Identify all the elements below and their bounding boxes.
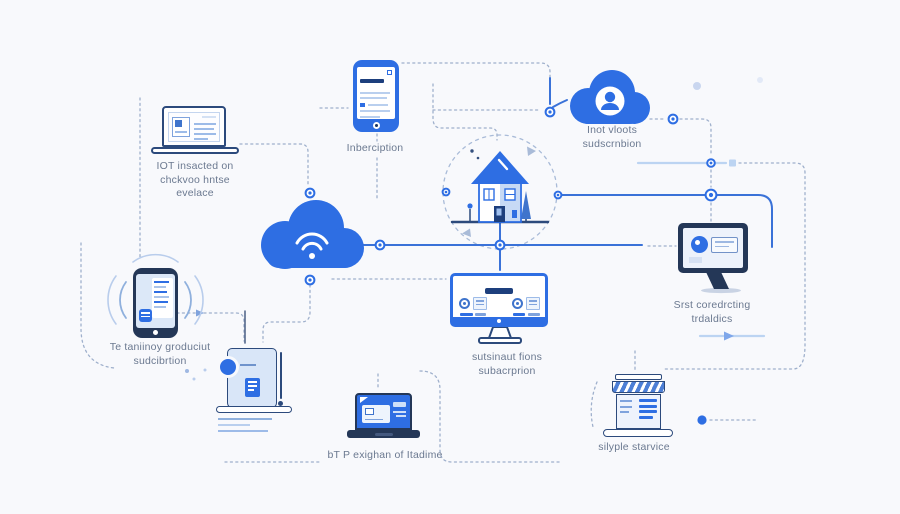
smart-home-icon [450,151,550,224]
smartphone-top [353,60,399,132]
cloud-wifi-icon [261,200,364,269]
tablet-stand [216,406,292,413]
arrow-right-icon [196,309,204,317]
analytics-screen [683,228,743,268]
store-window [616,394,661,429]
message-list [152,278,173,318]
cursor-icon [360,397,368,403]
home-button [372,122,380,129]
stylus-icon [280,352,282,399]
cloud-user-icon [570,70,650,124]
stat-card [473,297,487,310]
search-bar [360,79,384,83]
store-platform [603,429,673,437]
notification-badge [217,356,239,378]
label-monitor-right: Srst coredrcting trdaldics [673,299,751,325]
laptop-top-left [162,106,226,147]
webpage-card [362,405,390,423]
decor-dots [185,77,763,381]
label-laptop-bottom: bT P exighan of Itadime [327,449,443,461]
connector-house-right [559,194,773,248]
laptop-top-left-base [151,147,239,154]
signal-waves-icon [107,253,204,325]
caption-line [218,418,272,420]
browser-window [168,112,220,142]
report-card [711,237,738,253]
laptop-bottom [355,393,412,430]
label-laptop-top-left: IOT insacted on chckvoo hntse evelace [156,160,234,199]
phone-screen [136,274,175,328]
tree-icon [521,191,531,219]
label-monitor-center: sutsinaut fions subacrprion [471,351,543,377]
cycle-arrowhead-icon [527,146,536,156]
label-phone-top: Inberciption [346,142,404,154]
smartphone-left [133,268,178,338]
connection-nodes [304,106,718,425]
caption-line [218,430,268,432]
menu-bar [485,288,513,294]
document-icon [245,378,260,397]
caption-line [218,424,250,426]
heart-icon [459,298,470,309]
status-circle-icon [691,236,708,253]
laptop-bottom-base [347,430,420,438]
label-phone-left: Te taniinoy groduciut sudcibrtion [109,341,211,367]
square-marker [729,159,736,167]
monitor-center-stand [478,326,522,344]
tablet-document [227,348,277,408]
monitor-right-stand [701,272,741,294]
user-icon [512,298,523,309]
desktop-monitor-right [678,223,748,273]
monitor-chin [452,317,546,325]
chat-bubble-icon [139,309,152,322]
phone-screen [357,67,395,119]
desktop-monitor-center [450,273,548,327]
content-card [172,117,190,137]
cycle-arrowhead-icon [462,228,471,237]
arrow-right-icon [724,331,734,341]
chart-card [526,297,540,310]
lamp-icon [467,203,473,209]
stylus-tip [278,401,283,406]
label-cloud-user: Inot vloots sudscrnbion [582,124,642,150]
label-store: silyple starvice [598,441,670,453]
home-button [153,330,158,335]
storefront [603,374,673,437]
awning-icon [612,381,665,393]
